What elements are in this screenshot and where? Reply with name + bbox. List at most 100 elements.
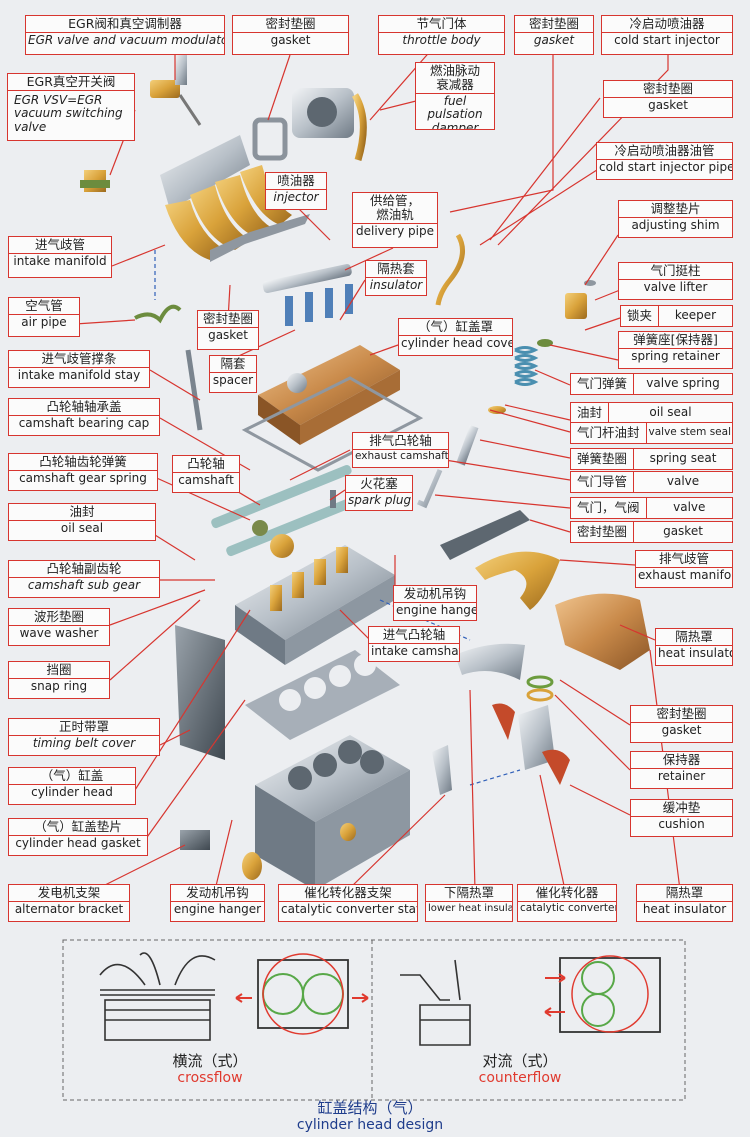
label-zh: 隔热罩: [637, 885, 732, 902]
alternator-bracket-part: [180, 830, 210, 850]
label-zh: 节气门体: [379, 16, 504, 33]
label-zh-line: 衰减器: [436, 77, 474, 92]
label-en: gasket: [208, 328, 248, 342]
label-en: lower heat insulator: [428, 903, 513, 914]
label-zh-line: 燃油脉动: [429, 63, 480, 78]
head-cover-gasket-part: [241, 376, 424, 472]
design-title: 缸盖结构（气）cylinder head design: [270, 1099, 470, 1133]
label-zh: 密封垫圈: [198, 311, 258, 328]
label-en: valve stem seal: [648, 425, 731, 438]
label-zh: 正时带罩: [9, 719, 159, 736]
label-zh: 凸轮轴轴承盖: [9, 399, 159, 416]
label-en: heat insulator: [642, 902, 727, 916]
label-en: camshaft gear spring: [19, 471, 147, 485]
label-en: camshaft sub gear: [27, 578, 141, 592]
label-zh: 凸轮轴副齿轮: [9, 561, 159, 578]
label-zh: 供给管，燃油轨: [353, 193, 437, 224]
label-zh: EGR阀和真空调制器: [26, 16, 224, 33]
label-zh: 气门杆油封: [571, 423, 647, 443]
label-en: delivery pipe: [356, 224, 434, 238]
label-zh: 挡圈: [9, 662, 109, 679]
label-zh: 油封: [571, 403, 610, 423]
label-valve: 气门，气阀 valve: [570, 497, 733, 519]
exhaust-manifold-part: [440, 510, 560, 610]
title-zh: 缸盖结构（气）: [317, 1099, 423, 1117]
label-en: injector: [273, 190, 319, 204]
label-zh: 排气歧管: [636, 551, 732, 568]
label-zh: 下隔热罩: [426, 885, 512, 902]
heat-insulator-part: [555, 593, 650, 670]
label-en: exhaust camshaft: [355, 450, 449, 462]
counterflow-schematic: [400, 959, 471, 1046]
label-zh: 密封垫圈: [515, 16, 593, 33]
label-en: cold start injector: [614, 33, 720, 47]
label-en: cylinder head: [31, 785, 113, 799]
label-zh: 密封垫圈: [631, 706, 732, 723]
caption-en: counterflow: [478, 1070, 562, 1087]
label-en: wave washer: [19, 626, 99, 640]
label-en: spark plug: [348, 493, 412, 507]
cylinder-head-part: [235, 545, 395, 665]
cylinder-block-part: [242, 735, 410, 890]
caption-counterflow: 对流（式）counterflow: [460, 1052, 580, 1087]
label-en: valve spring: [646, 375, 720, 390]
caption-crossflow: 横流（式）crossflow: [155, 1052, 265, 1086]
design-box: [62, 939, 686, 1101]
catalytic-converter-part: [492, 675, 570, 785]
gasket-part: [252, 117, 288, 161]
label-en: alternator bracket: [14, 902, 124, 916]
label-en: keeper: [674, 307, 717, 322]
label-zh: 冷启动喷油器油管: [597, 143, 732, 160]
label-en: cylinder head cover: [401, 336, 513, 350]
label-en-line: fuel pulsation: [427, 94, 483, 122]
label-valve-spring: 气门弹簧 valve spring: [570, 373, 733, 395]
label-zh: 排气凸轮轴: [353, 433, 448, 450]
label-en-line: EGR VSV=EGR: [14, 93, 103, 107]
label-zh: 火花塞: [346, 476, 412, 493]
timing-belt-cover-part: [175, 625, 225, 760]
label-en: cylinder head gasket: [15, 836, 141, 850]
label-zh: 气门弹簧: [571, 374, 635, 394]
crossflow-plan: [235, 953, 369, 1035]
label-en: intake manifold: [13, 254, 107, 268]
manifold-stay-part: [185, 349, 203, 431]
egr-valve-part: [150, 55, 202, 126]
label-en: valve: [673, 499, 706, 514]
label-en: engine hanger: [396, 603, 477, 617]
label-zh: 气门，气阀: [571, 498, 647, 518]
label-en: gasket: [533, 33, 575, 47]
label-en: valve: [666, 473, 700, 488]
label-en: spacer: [212, 373, 254, 387]
label-zh: 进气凸轮轴: [369, 627, 459, 644]
label-zh: 弹簧座[保持器]: [619, 332, 732, 349]
label-en: snap ring: [30, 679, 88, 693]
head-gasket-part: [245, 650, 400, 740]
caption-zh: 对流（式）: [482, 1052, 558, 1070]
label-en: valve lifter: [643, 280, 708, 294]
label-zh: 密封垫圈: [233, 16, 348, 33]
label-en: intake manifold stay: [17, 368, 141, 382]
label-zh: 凸轮轴齿轮弹簧: [9, 454, 157, 471]
label-zh: 波形垫圈: [9, 609, 109, 626]
label-zh: 催化转化器支架: [279, 885, 417, 902]
